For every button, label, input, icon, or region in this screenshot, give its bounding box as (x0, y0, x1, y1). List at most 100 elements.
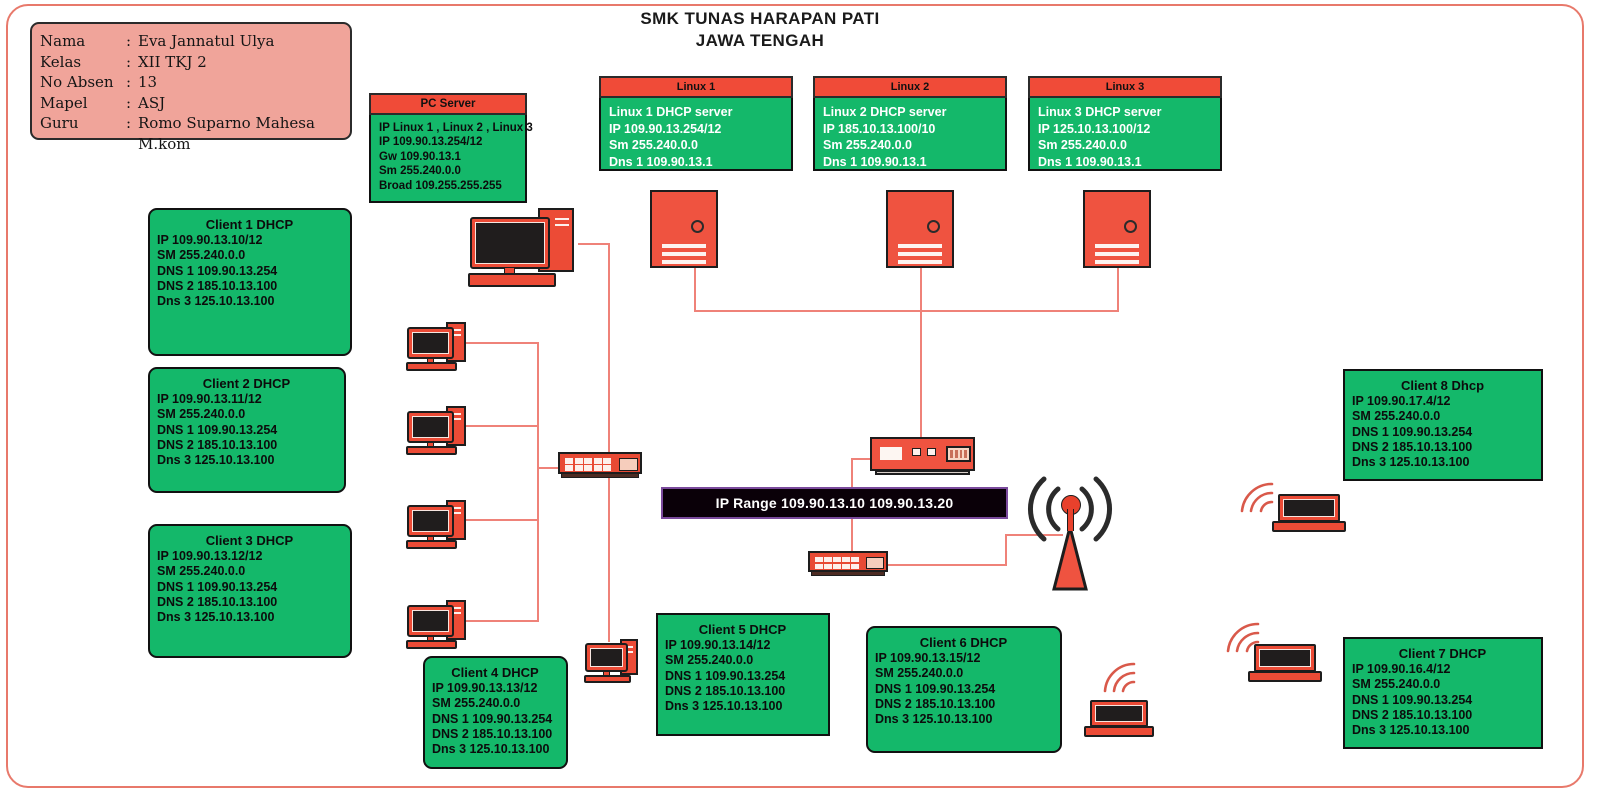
identity-value-kelas: XII TKJ 2 (138, 52, 207, 71)
laptop-lid-client-8 (1278, 494, 1340, 522)
pc-keyboard-client-1 (406, 362, 457, 371)
identity-label-no-absen: No Absen (40, 73, 114, 91)
pc-keyboard-client-5 (584, 675, 631, 683)
client-1-line-3: DNS 1 109.90.13.254 (157, 263, 278, 278)
client-4-line-4: DNS 2 185.10.13.100 (432, 726, 553, 741)
laptop-icon-client-8 (1272, 494, 1346, 536)
linux-3-header: Linux 3 (1028, 76, 1222, 98)
client-2-line-3: DNS 1 109.90.13.254 (157, 422, 278, 437)
client-8-box: Client 8 Dhcp IP 109.90.17.4/12 SM 255.2… (1343, 369, 1543, 481)
client-3-line-3: DNS 1 109.90.13.254 (157, 579, 278, 594)
switch-1-panel (619, 458, 638, 471)
pc-screen-client-3 (412, 510, 449, 532)
laptop-screen-client-8 (1283, 499, 1335, 517)
client-7-line-5: Dns 3 125.10.13.100 (1352, 723, 1470, 738)
pc-server-line-3: Gw 109.90.13.1 (379, 150, 461, 163)
laptop-screen-client-7 (1259, 649, 1311, 667)
identity-row-nama: Nama : Eva Jannatul Ulya (40, 31, 350, 52)
desktop-computer-icon-client-4 (405, 598, 469, 650)
switch-2-panel (866, 557, 884, 569)
laptop-base-client-7 (1248, 671, 1322, 682)
pc-screen-client-4 (412, 610, 449, 632)
client-2-line-4: DNS 2 185.10.13.100 (157, 437, 278, 452)
linux-3-line-2: IP 125.10.13.100/12 (1038, 121, 1151, 136)
identity-colon-guru: : (126, 114, 132, 132)
client-6-line-3: DNS 1 109.90.13.254 (875, 681, 996, 696)
pc-tower-slot-c3b (452, 512, 461, 514)
linux-2-box: Linux 2 Linux 2 DHCP server IP 185.10.13… (813, 76, 1007, 171)
switch-1-body (558, 452, 642, 474)
client-4-line-2: SM 255.240.0.0 (432, 696, 521, 711)
linux-1-line-2: IP 109.90.13.254/12 (609, 121, 722, 136)
linux-2-line-4: Dns 1 109.90.13.1 (823, 154, 927, 169)
server-vent-bar-2c (898, 260, 942, 264)
pc-screen-client-2 (412, 416, 449, 438)
identity-row-mapel: Mapel : ASJ (40, 93, 350, 114)
network-switch-icon-2 (808, 551, 888, 579)
laptop-icon-client-6 (1084, 700, 1154, 742)
server-vent-bar-2b (898, 252, 942, 256)
client-8-line-2: SM 255.240.0.0 (1352, 409, 1441, 424)
client-2-line-5: Dns 3 125.10.13.100 (157, 453, 275, 468)
pc-screen-server (475, 222, 545, 264)
wire-pcserver-down (608, 243, 610, 462)
identity-row-kelas: Kelas : XII TKJ 2 (40, 52, 350, 73)
client-6-box: Client 6 DHCP IP 109.90.13.15/12 SM 255.… (866, 626, 1062, 753)
linux-2-body: Linux 2 DHCP server IP 185.10.13.100/10 … (813, 98, 1007, 171)
desktop-computer-icon-pc-server (466, 203, 584, 291)
wire-client1-stub (455, 342, 539, 344)
diagram-border (6, 4, 1584, 788)
identity-colon-mapel: : (126, 93, 132, 112)
server-tower-icon-linux1 (650, 190, 718, 268)
identity-value-no-absen: 13 (138, 73, 158, 91)
client-5-line-3: DNS 1 109.90.13.254 (665, 668, 786, 683)
router-display (880, 447, 902, 460)
server-vent-bar-1b (662, 252, 706, 256)
pc-keyboard-server (468, 273, 556, 287)
linux-1-header: Linux 1 (599, 76, 793, 98)
title-line-2: JAWA TENGAH (695, 31, 825, 50)
page-title: SMK TUNAS HARAPAN PATI JAWA TENGAH (520, 8, 1000, 52)
client-7-line-2: SM 255.240.0.0 (1352, 677, 1441, 692)
identity-value-nama: Eva Jannatul Ulya (138, 32, 275, 50)
client-6-line-2: SM 255.240.0.0 (875, 666, 964, 681)
network-switch-icon-1 (558, 452, 642, 482)
server-power-led-2 (927, 220, 940, 234)
linux-2-line-1: Linux 2 DHCP server (823, 105, 947, 119)
linux-1-line-1: Linux 1 DHCP server (609, 105, 733, 119)
antenna-rod (1067, 509, 1074, 531)
pc-server-line-4: Sm 255.240.0.0 (379, 165, 461, 178)
linux-2-header: Linux 2 (813, 76, 1007, 98)
wire-server-bus (694, 310, 1119, 312)
client-8-line-1: IP 109.90.17.4/12 (1352, 394, 1451, 409)
client-2-title: Client 2 DHCP (202, 376, 291, 391)
linux-1-line-3: Sm 255.240.0.0 (609, 138, 698, 152)
client-7-box: Client 7 DHCP IP 109.90.16.4/12 SM 255.2… (1343, 637, 1543, 749)
wire-client4-stub (455, 620, 539, 622)
client-4-line-5: Dns 3 125.10.13.100 (432, 742, 550, 757)
linux-3-box: Linux 3 Linux 3 DHCP server IP 125.10.13… (1028, 76, 1222, 171)
identity-value-mapel: ASJ (138, 93, 166, 112)
wifi-signal-icon-client-6 (1103, 662, 1136, 693)
router-icon-main (870, 437, 975, 479)
pc-server-line-1: IP Linux 1 , Linux 2 , Linux 3 (379, 122, 533, 134)
wire-client3-stub (455, 519, 539, 521)
client-6-line-4: DNS 2 185.10.13.100 (875, 696, 996, 711)
client-4-line-1: IP 109.90.13.13/12 (432, 681, 538, 696)
wire-switch2-to-antenna-h (885, 564, 1006, 566)
client-3-line-2: SM 255.240.0.0 (157, 564, 246, 579)
desktop-computer-icon-client-2 (405, 404, 469, 456)
client-4-line-3: DNS 1 109.90.13.254 (432, 711, 553, 726)
switch-1-ports (565, 458, 611, 471)
identity-colon-no-absen: : (126, 73, 132, 91)
client-5-line-5: Dns 3 125.10.13.100 (665, 699, 783, 714)
client-3-line-4: DNS 2 185.10.13.100 (157, 594, 278, 609)
client-3-line-5: Dns 3 125.10.13.100 (157, 610, 275, 625)
laptop-lid-client-7 (1254, 644, 1316, 672)
laptop-lid-client-6 (1090, 700, 1148, 727)
server-vent-bar-3c (1095, 260, 1139, 264)
client-5-line-2: SM 255.240.0.0 (665, 653, 754, 668)
linux-1-line-4: Dns 1 109.90.13.1 (609, 154, 713, 169)
identity-label-mapel: Mapel (40, 93, 88, 112)
